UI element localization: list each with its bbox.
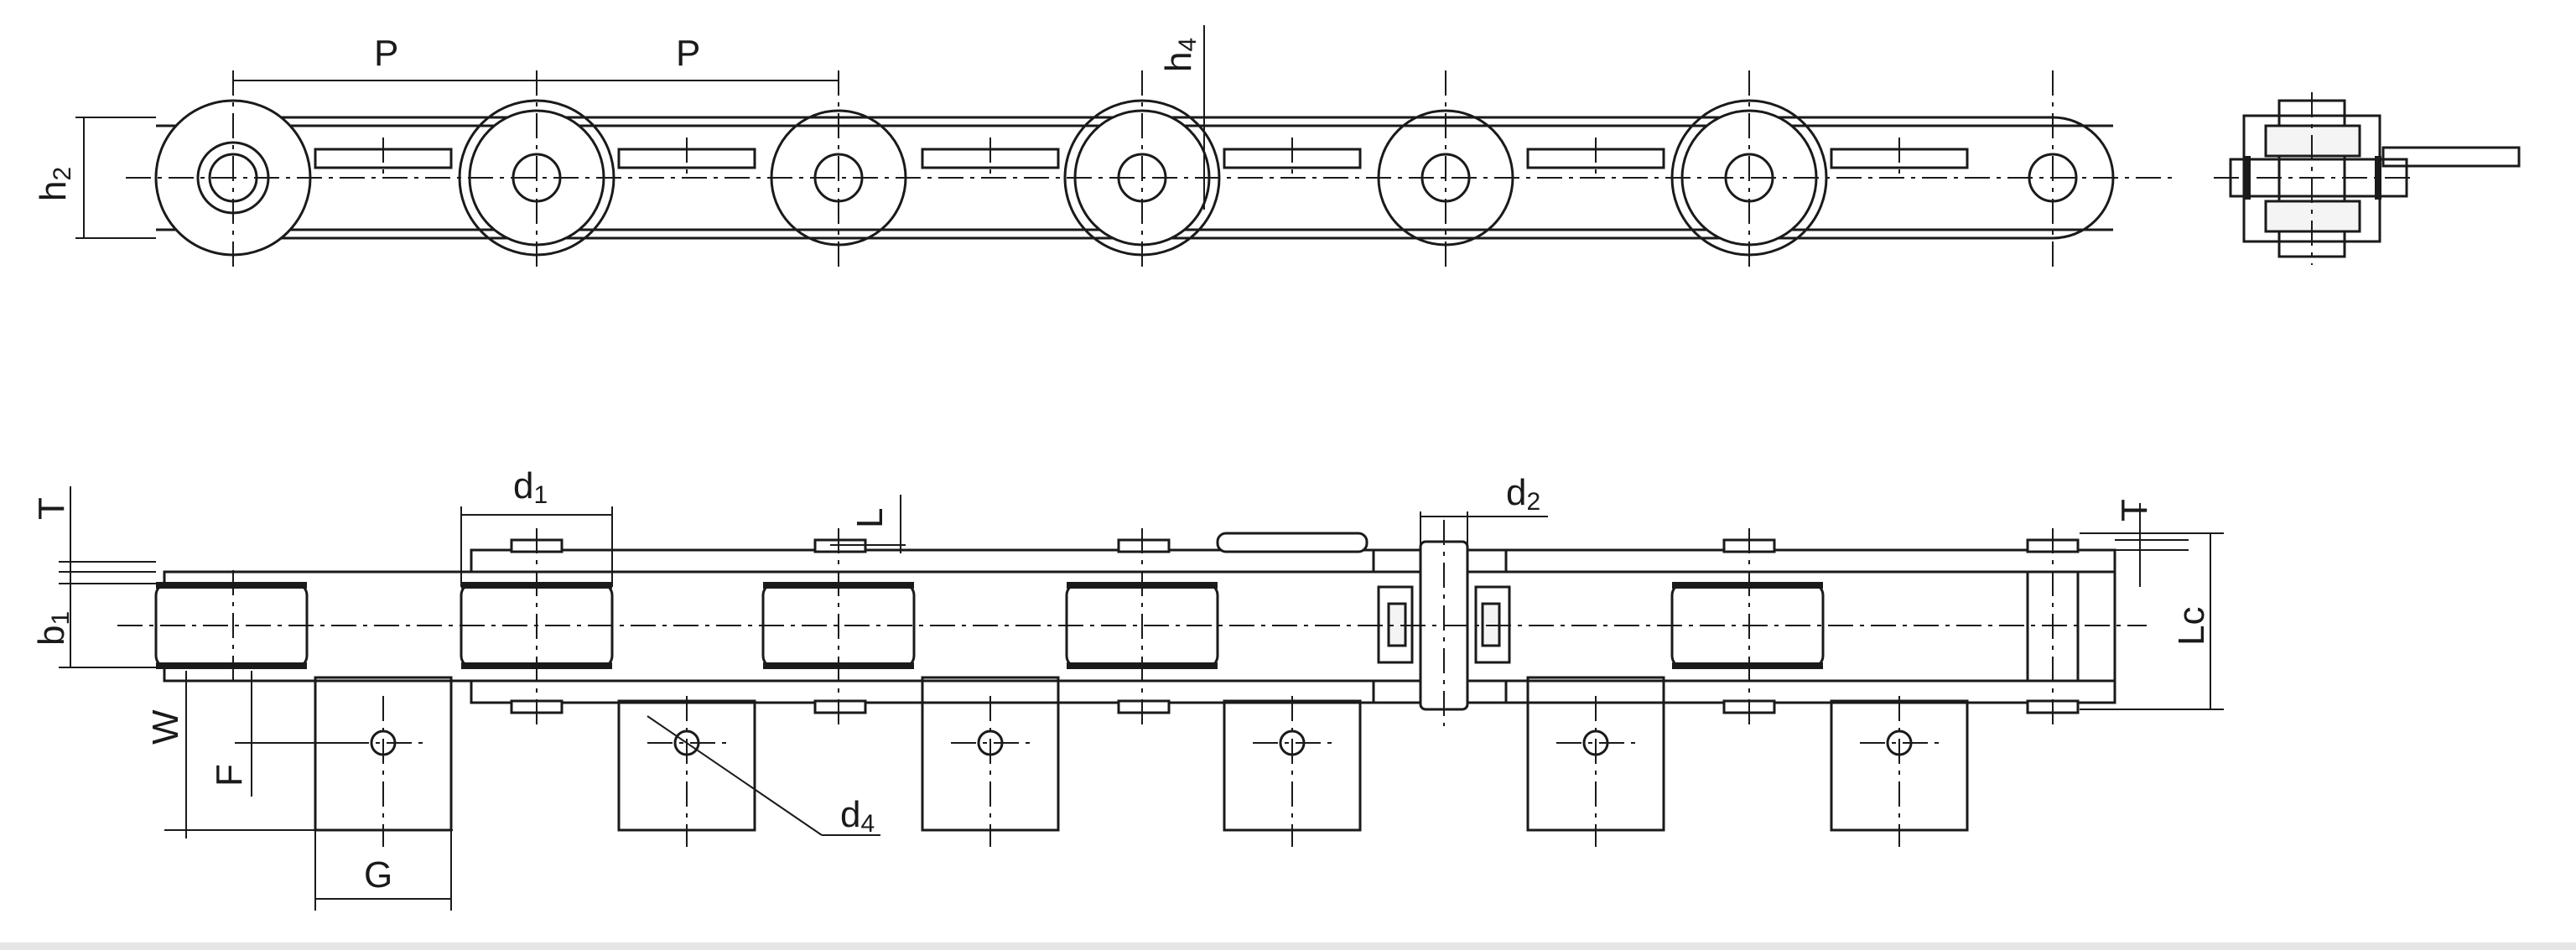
- label-d4: d4: [840, 794, 875, 838]
- label-L: L: [849, 508, 891, 528]
- dimension-d1: d1: [460, 465, 613, 587]
- label-T-right: T: [2114, 499, 2155, 522]
- bottom-edge-strip: [0, 942, 2576, 950]
- bottom-plan-view: T b1 W F G d1: [31, 465, 2224, 911]
- dimension-T-right: T: [2114, 499, 2189, 587]
- tab-holes: [344, 729, 1939, 756]
- dimension-T-left: T: [31, 486, 156, 587]
- pin-heads: [510, 532, 2080, 714]
- label-F: F: [209, 764, 250, 786]
- top-elevation-view: P P h2 h4: [33, 25, 2521, 270]
- label-b1: b1: [31, 611, 75, 646]
- dimension-d4: d4: [647, 715, 880, 838]
- label-P-1: P: [374, 33, 398, 74]
- dimension-L: L: [830, 495, 906, 553]
- label-W: W: [145, 709, 186, 745]
- dimension-h2: h2: [33, 117, 156, 239]
- dimension-P: P P: [232, 33, 839, 92]
- end-view: [2214, 92, 2521, 265]
- label-d2: d2: [1506, 472, 1540, 516]
- dimension-Lc: Lc: [2080, 532, 2224, 710]
- label-T-left: T: [31, 497, 72, 520]
- dimension-h4: h4: [1158, 25, 1205, 210]
- dimension-b1: b1: [31, 583, 156, 668]
- label-d1: d1: [513, 465, 548, 509]
- dimension-d2: d2: [1420, 472, 1548, 545]
- label-h2: h2: [33, 167, 76, 201]
- label-G: G: [364, 854, 392, 895]
- label-h4: h4: [1158, 38, 1202, 72]
- vertical-centerlines-bottom: [232, 520, 2054, 847]
- label-Lc: Lc: [2171, 607, 2212, 646]
- dimension-W-F-G: W F G: [145, 671, 453, 911]
- vertical-centerlines-top: [232, 70, 2054, 270]
- label-P-2: P: [676, 33, 700, 74]
